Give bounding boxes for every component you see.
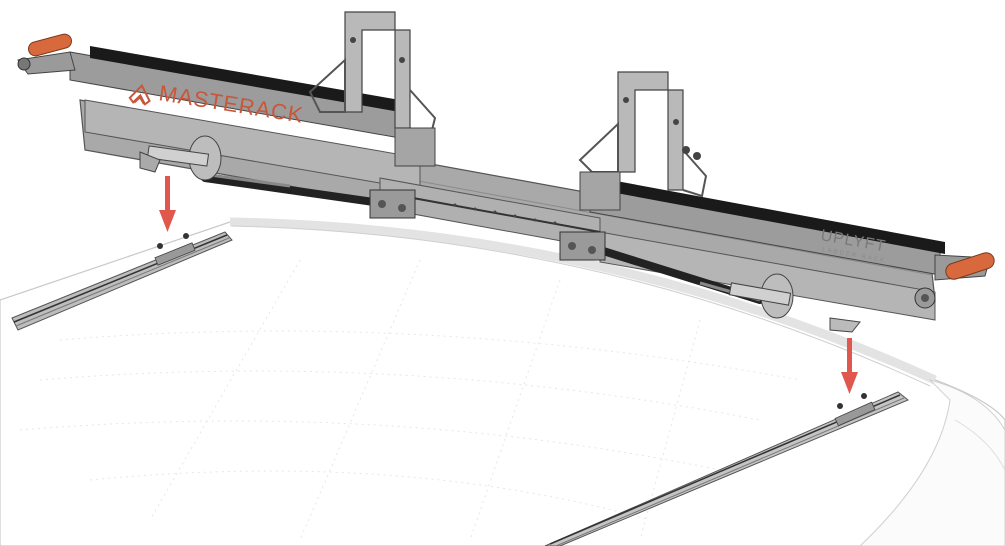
van-side-body <box>859 379 1005 546</box>
down-arrow-icon <box>159 176 176 232</box>
left-ladder-hook <box>308 11 437 167</box>
ladder-rack: MASTERACK UPLYFT LADDER RACK <box>17 11 995 333</box>
right-pivot-mount <box>728 273 861 333</box>
right-ladder-hook <box>578 71 708 211</box>
roof-edge-curve <box>229 217 937 385</box>
right-handle <box>914 252 995 309</box>
left-roof-rail <box>11 231 233 331</box>
masterack-logo-icon <box>128 83 151 106</box>
van-roof <box>0 217 1005 546</box>
left-handle <box>17 33 76 75</box>
left-pivot-mount <box>139 135 222 181</box>
right-roof-rail <box>544 391 909 546</box>
strut-bracket <box>559 231 606 261</box>
left-gas-strut <box>201 174 399 209</box>
strut-bracket <box>369 189 416 219</box>
down-arrow-icon <box>841 338 858 394</box>
